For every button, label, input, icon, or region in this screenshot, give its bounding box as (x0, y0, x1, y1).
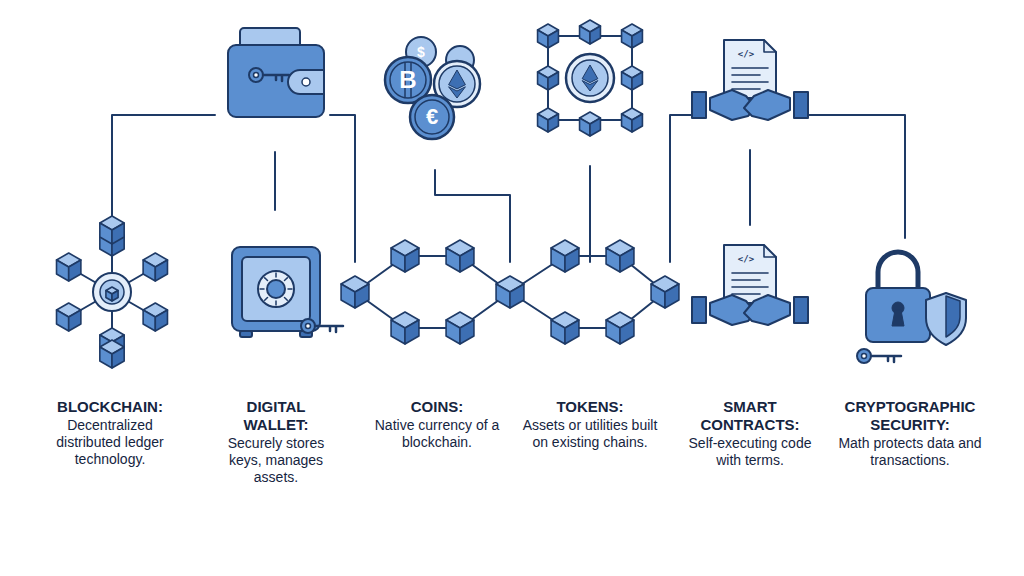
concept-heading: TOKENS: (520, 398, 660, 416)
concept-description: Math protects data and transactions. (835, 435, 985, 469)
concept-description: Self-executing code with terms. (678, 435, 823, 469)
concept-heading: COINS: (372, 398, 502, 416)
concept-description: Securely stores keys, manages assets. (211, 435, 341, 485)
concept-heading: BLOCKCHAIN: (35, 398, 185, 416)
concept-description: Assets or utilities built on existing ch… (518, 417, 663, 451)
code-symbol: </> (733, 255, 759, 264)
concept-heading: SMART CONTRACTS: (690, 398, 810, 434)
code-symbol: </> (733, 50, 759, 59)
concept-description: Native currency of a blockchain. (367, 417, 507, 451)
concept-description: Decentralized distributed ledger technol… (35, 417, 185, 467)
coin-symbol: $ (413, 45, 429, 59)
coin-symbol: € (420, 106, 444, 128)
concept-heading: CRYPTOGRAPHIC SECURITY: (830, 398, 990, 434)
coin-symbol: B (396, 68, 420, 92)
concept-heading: DIGITAL WALLET: (221, 398, 331, 434)
